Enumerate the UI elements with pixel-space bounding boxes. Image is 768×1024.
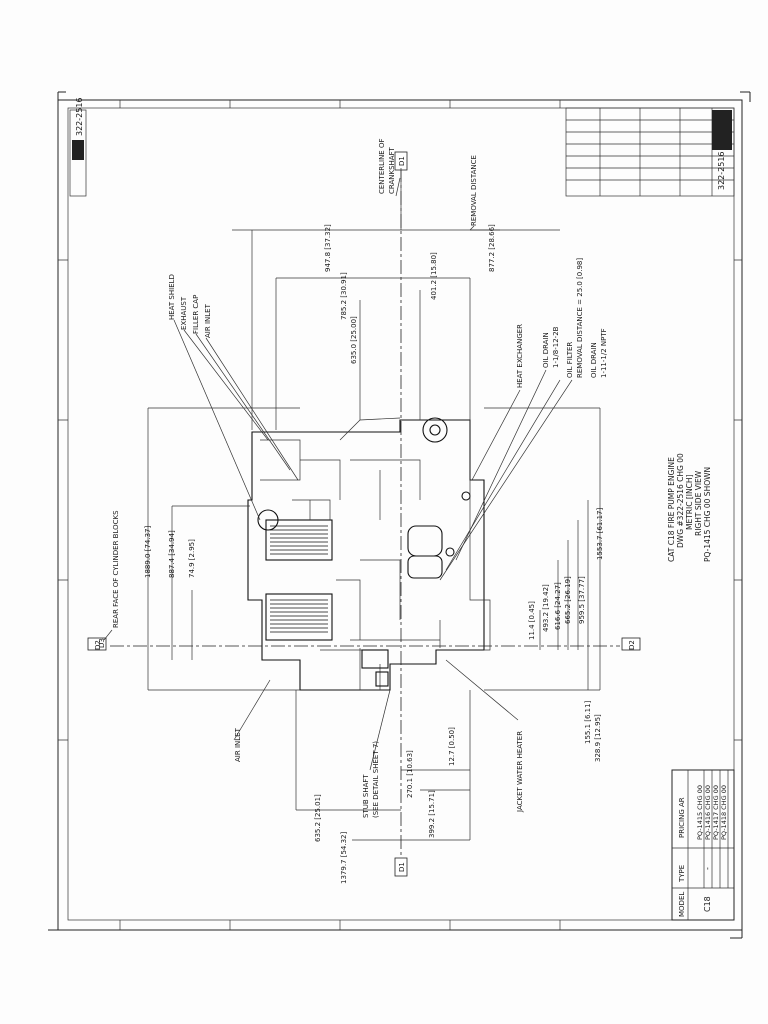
dim-947: 947.8 [37.32] [324, 224, 332, 272]
callout-heat-shield: HEAT SHIELD [168, 274, 176, 320]
dimension-lines-top [232, 168, 560, 430]
engine-title-5: PQ-1415 CHG 00 SHOWN [703, 467, 712, 562]
drawing-number-box [69, 109, 87, 197]
title-block [565, 107, 735, 197]
dim-1553: 1553.7 [61.17] [596, 508, 604, 560]
type-header: TYPE [678, 865, 686, 883]
datum-d2-left-label: D2 [94, 640, 102, 650]
dim-155: 155.1 [6.11] [584, 700, 592, 744]
callout-oil-filter-a: OIL FILTER [566, 342, 574, 378]
callout-stub-shaft-b: (SEE DETAIL SHEET 7) [372, 741, 380, 818]
pricing-row-4: PQ-1418 CHG 00 [720, 785, 728, 840]
callout-exhaust: EXHAUST [180, 296, 188, 330]
callout-oil-filter-b: REMOVAL DISTANCE = 25.0 [0.98] [576, 258, 584, 378]
callout-air-inlet-bottom: AIR INLET [234, 727, 242, 762]
dim-959: 959.5 [37.77] [578, 576, 586, 624]
datum-d3-label: D3 [98, 638, 106, 648]
pricing-row-3: PQ-1417 CHG 00 [712, 785, 720, 840]
corner-mark [730, 930, 743, 939]
dimension-lines-bottom [295, 690, 471, 841]
dim-12: 12.7 [0.50] [448, 727, 456, 766]
engine-title-1: CAT C18 FIRE PUMP ENGINE [667, 457, 676, 562]
engine-title-3: METRIC [INCH] [685, 475, 694, 530]
dim-635-bottom: 635.2 [25.01] [314, 794, 322, 842]
pricing-header: PRICING AR [678, 797, 686, 838]
dim-887: 887.4 [34.94] [168, 530, 176, 578]
engine-title-4: RIGHT SIDE VIEW [694, 470, 703, 536]
dim-1379: 1379.7 [54.32] [340, 832, 348, 884]
dim-401: 401.2 [15.80] [430, 252, 438, 300]
dim-493: 493.2 [19.42] [542, 584, 550, 632]
callout-air-inlet-top: AIR INLET [204, 303, 212, 338]
callout-jacket-water-heater: JACKET WATER HEATER [516, 731, 524, 813]
corner-mark [740, 91, 751, 102]
pricing-row-2: PQ-1416 CHG 00 [704, 785, 712, 840]
sheet-border [57, 99, 743, 931]
engine-title-2: DWG #322-2516 CHG 00 [676, 453, 685, 548]
dim-616: 616.6 [24.27] [554, 582, 562, 630]
datum-d2-left [87, 637, 107, 651]
title-block-number: 322-2516 [717, 151, 726, 190]
dim-11: 11.4 [0.45] [528, 601, 536, 640]
callout-oil-drain-2b: 1-11-1/2 NPTF [600, 328, 608, 378]
callout-oil-drain-1a: OIL DRAIN [542, 332, 550, 368]
datum-d1-top-label: D1 [398, 156, 406, 166]
dim-328: 328.9 [12.95] [594, 714, 602, 762]
dim-74: 74.9 [2.95] [188, 539, 196, 578]
callout-removal-distance: REMOVAL DISTANCE [470, 155, 478, 226]
callout-filler-cap: FILLER CAP [192, 295, 200, 334]
model-header: MODEL [678, 892, 686, 917]
dim-399: 399.2 [15.71] [428, 790, 436, 838]
datum-d2-right [621, 637, 641, 651]
dimension-lines-sides [147, 407, 601, 691]
dim-635-top: 635.0 [25.00] [350, 316, 358, 364]
type-value: - [703, 867, 712, 870]
model-table [671, 769, 735, 921]
inner-border [67, 107, 735, 921]
zone-ticks [58, 100, 742, 930]
datum-d1-bottom-label: D1 [398, 862, 406, 872]
dim-270: 270.1 [10.63] [406, 750, 414, 798]
callout-rear-face: REAR FACE OF CYLINDER BLOCKS [112, 510, 120, 628]
leader-lines [103, 177, 573, 771]
corner-mark [57, 91, 66, 100]
pricing-row-1: PQ-1415 CHG 00 [696, 785, 704, 840]
callout-heat-exchanger: HEAT EXCHANGER [516, 324, 524, 388]
dim-1889: 1889.0 [74.37] [144, 526, 152, 578]
drawing-number: 322-2516 [75, 97, 84, 136]
centerlines [110, 168, 620, 860]
callout-stub-shaft-a: STUB SHAFT [362, 774, 370, 818]
dim-665: 665.2 [26.19] [564, 576, 572, 624]
dim-877: 877.2 [28.66] [488, 224, 496, 272]
model-value: C18 [703, 896, 712, 912]
datum-d2-right-label: D2 [628, 640, 636, 650]
datum-d1-bottom [394, 857, 408, 877]
callout-centerline-2: CRANKSHAFT [388, 147, 396, 194]
callout-oil-drain-1b: 1-1/8-12-2B [552, 326, 560, 368]
callout-oil-drain-2a: OIL DRAIN [590, 342, 598, 378]
callout-centerline-1: CENTERLINE OF [378, 139, 386, 195]
dim-785: 785.2 [30.91] [340, 272, 348, 320]
